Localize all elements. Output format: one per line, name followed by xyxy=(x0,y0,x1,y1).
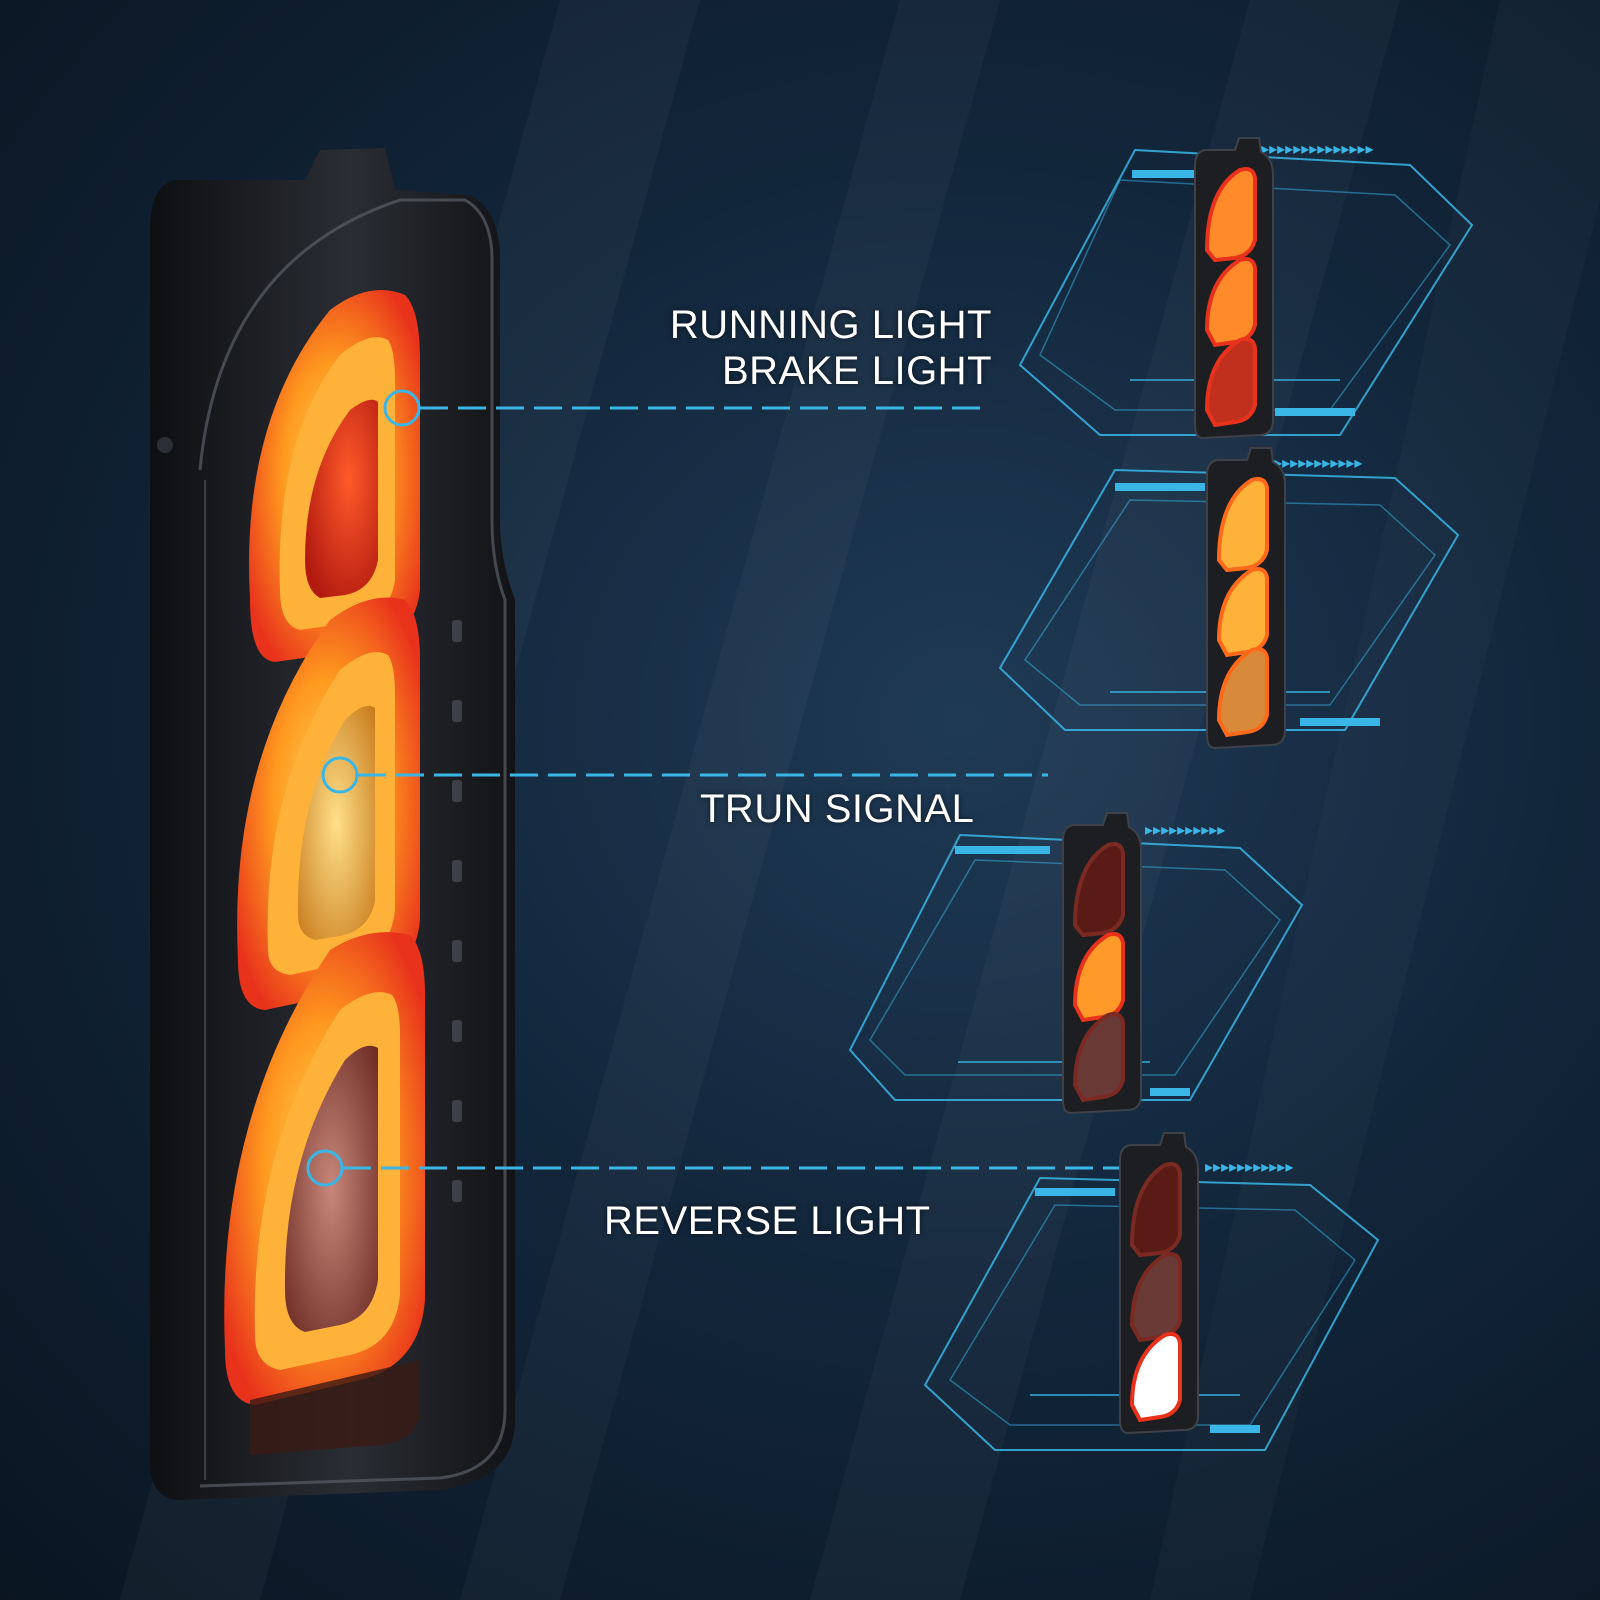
panel-running-brake: ▸▸▸▸▸▸▸▸▸▸▸▸▸▸▸▸ xyxy=(1018,137,1474,439)
label-brake-light: BRAKE LIGHT xyxy=(721,349,992,393)
svg-text:▸▸▸▸▸▸▸▸▸▸▸: ▸▸▸▸▸▸▸▸▸▸▸ xyxy=(1205,1157,1293,1176)
middle-lamp-lens xyxy=(297,705,375,940)
callout-marker-turn xyxy=(321,756,359,794)
label-running-light: RUNNING LIGHT xyxy=(669,303,992,347)
panel-reverse: ▸▸▸▸▸▸▸▸▸▸▸ xyxy=(923,1132,1380,1451)
svg-text:▸▸▸▸▸▸▸▸▸▸▸▸▸▸▸▸: ▸▸▸▸▸▸▸▸▸▸▸▸▸▸▸▸ xyxy=(1245,139,1374,158)
label-reverse-light: REVERSE LIGHT xyxy=(604,1199,931,1243)
lower-lamp-lens xyxy=(284,1045,378,1332)
svg-text:▸▸▸▸▸▸▸▸▸▸: ▸▸▸▸▸▸▸▸▸▸ xyxy=(1145,820,1225,839)
callout-marker-reverse xyxy=(306,1149,344,1187)
panel-turn-sequence: ▸▸▸▸▸▸▸▸▸▸▸▸▸▸ xyxy=(998,447,1460,749)
panel-turn-single: ▸▸▸▸▸▸▸▸▸▸ xyxy=(848,812,1304,1114)
upper-lamp-lens xyxy=(305,399,378,598)
label-turn-signal: TRUN SIGNAL xyxy=(700,787,975,831)
callout-marker-running xyxy=(383,389,421,427)
